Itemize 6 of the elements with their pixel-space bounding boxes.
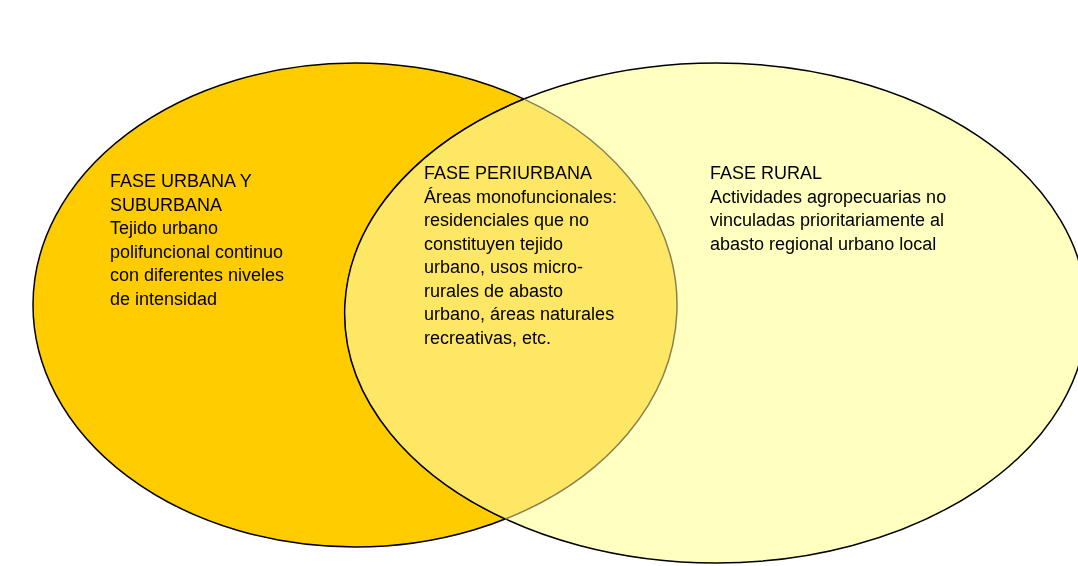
phase-description: Actividades agropecuarias no vinculadas prioritariamente al abasto regional urbano local: [710, 185, 948, 256]
phase-heading: FASE RURAL: [710, 162, 824, 185]
phase-heading: FASE URBANA Y SUBURBANA: [110, 170, 253, 217]
phase-heading: FASE PERIURBANA: [424, 162, 594, 185]
phase-description: Áreas monofuncionales: residenciales que no constituyen tejido urbano, usos micro-rurales de abasto urbano, áreas naturales recreativas, etc.: [424, 185, 619, 350]
phase-description: Tejido urbano polifuncional continuo con diferentes niveles de intensidad: [110, 217, 286, 311]
